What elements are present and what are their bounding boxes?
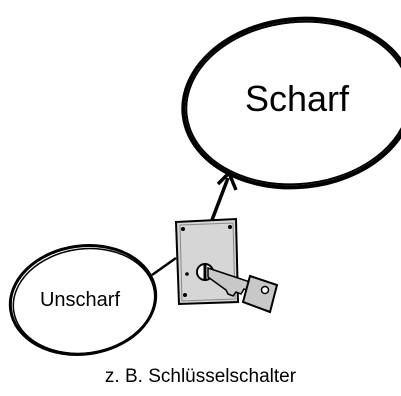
key-switch-icon: [174, 217, 279, 314]
disarmed-state-label: Unscharf: [40, 289, 120, 311]
armed-state-node: Scharf: [181, 16, 401, 190]
armed-state-label: Scharf: [245, 78, 350, 119]
disarmed-state-node: Unscharf: [8, 244, 158, 356]
disarmed-connector-line: [151, 256, 177, 277]
diagram-caption: z. B. Schlüsselschalter: [104, 366, 297, 387]
transition-arrow: [210, 169, 238, 221]
